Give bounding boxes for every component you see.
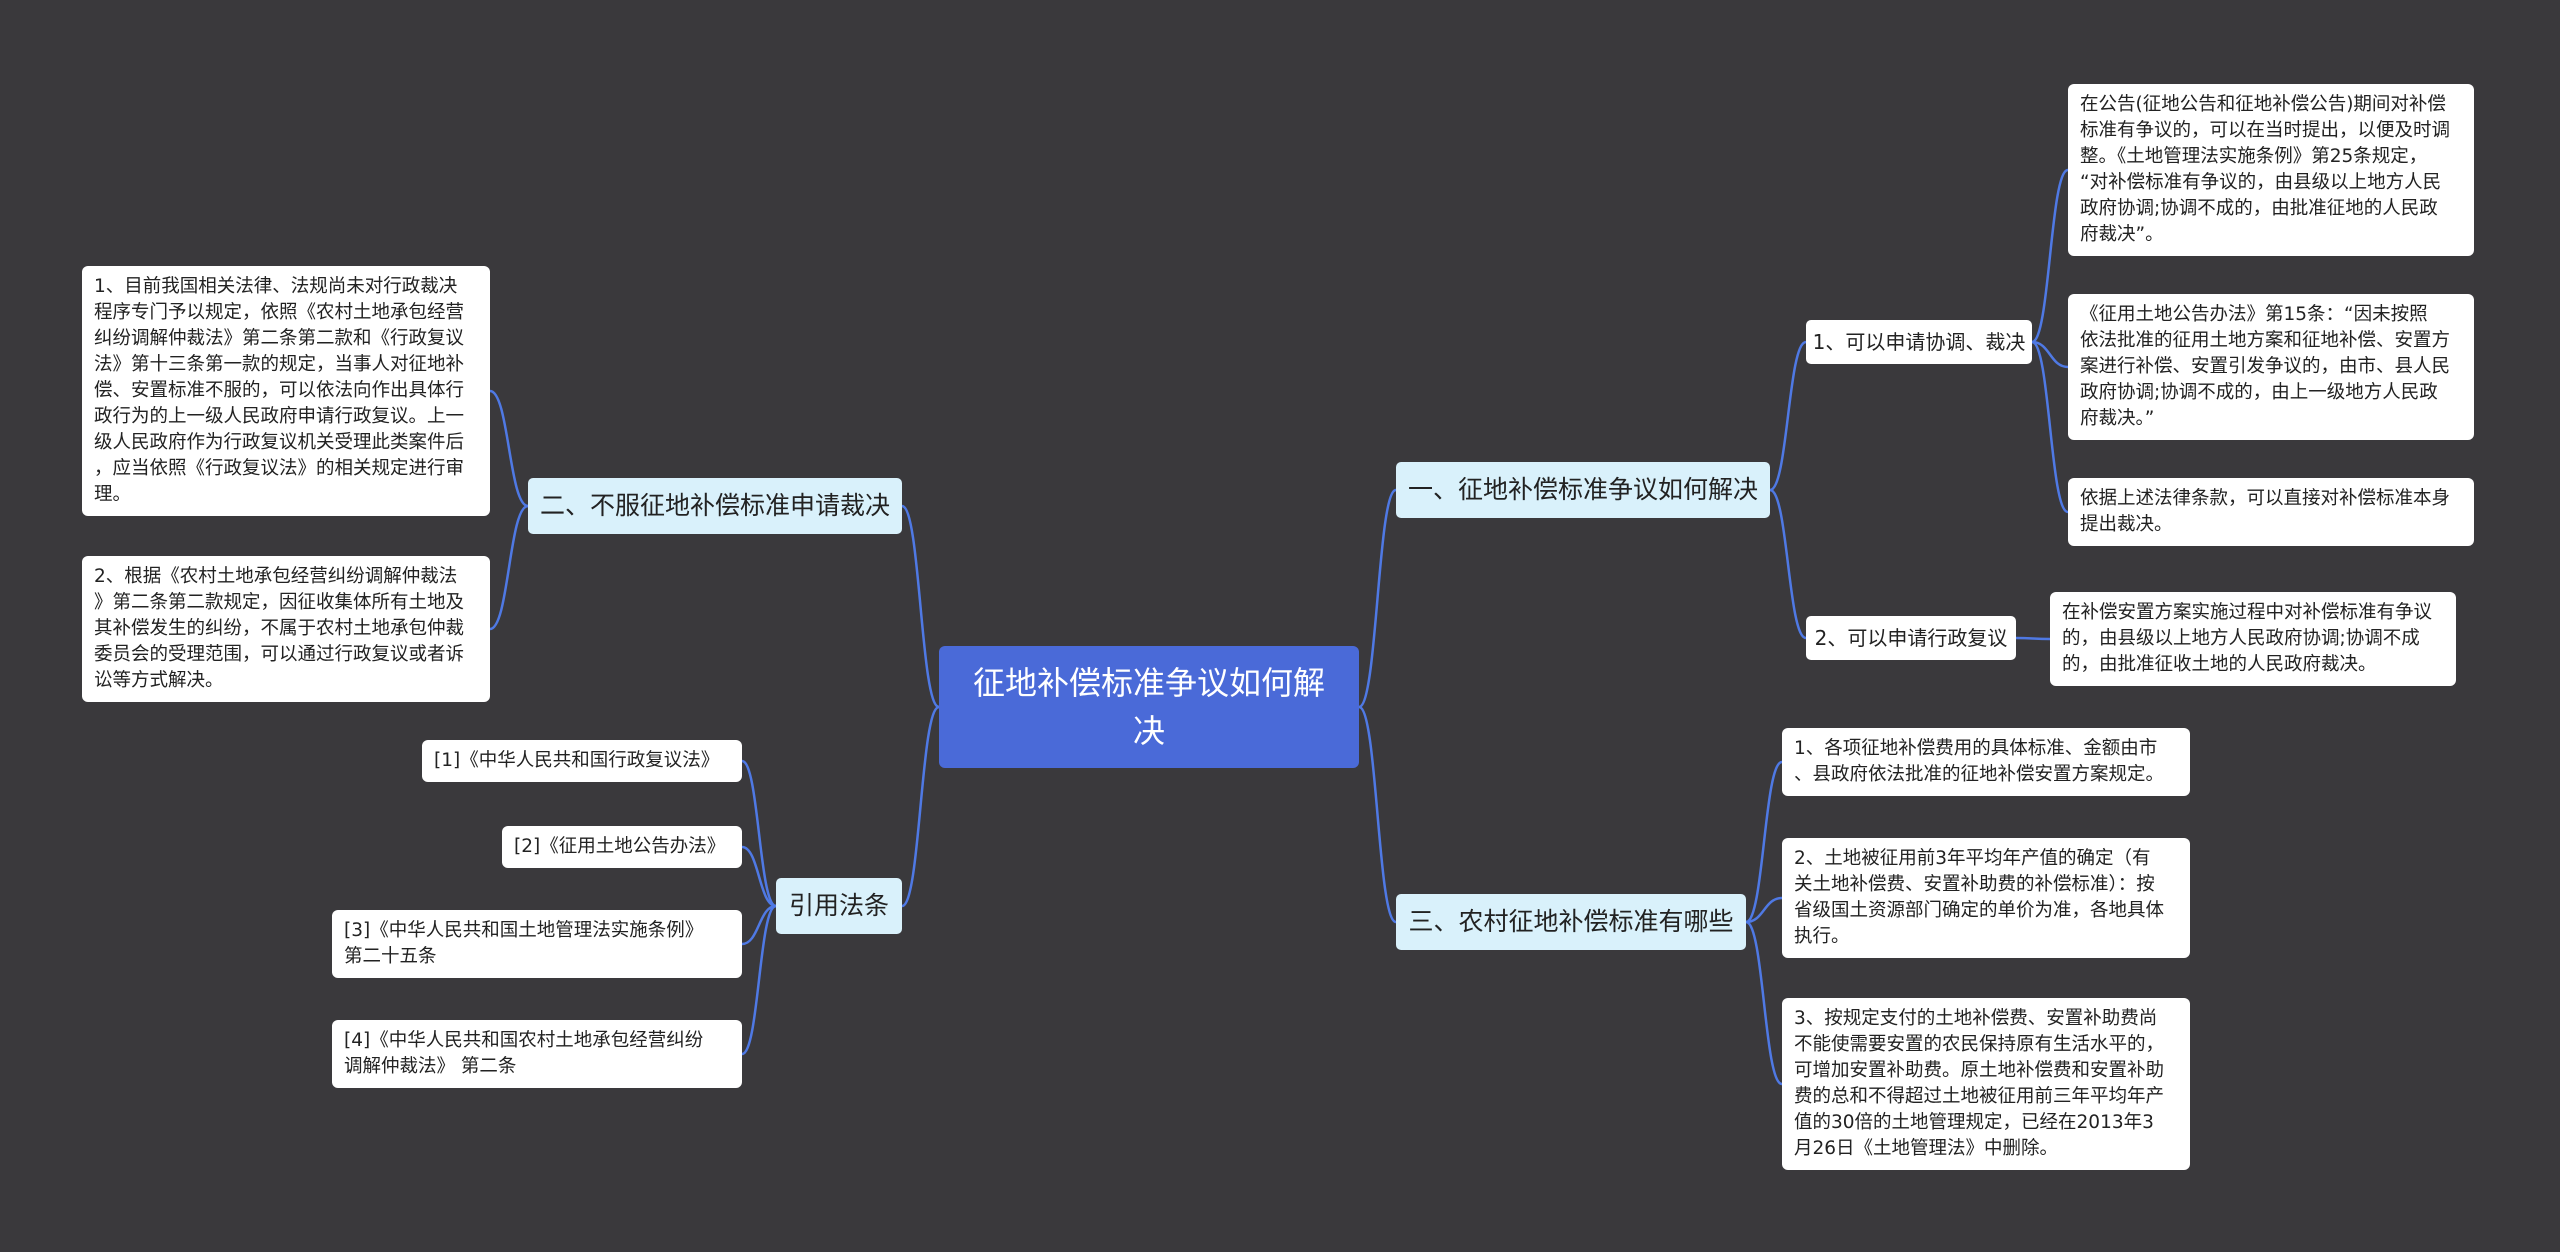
connector-subtopic-administrative-review: [1769, 488, 1807, 640]
leaf-standard-1[interactable]: 1、各项征地补偿费用的具体标准、金额由市 、县政府依法批准的征地补偿安置方案规定…: [1782, 728, 2190, 796]
connector-leaf-announcement-period: [2031, 168, 2069, 344]
root-topic[interactable]: 征地补偿标准争议如何解决: [939, 646, 1359, 768]
leaf-direct-ruling[interactable]: 依据上述法律条款，可以直接对补偿标准本身 提出裁决。: [2068, 478, 2474, 546]
leaf-announcement-period[interactable]: 在公告(征地公告和征地补偿公告)期间对补偿 标准有争议的，可以在当时提出，以便及…: [2068, 84, 2474, 256]
connector-branch-dispute-resolution: [1358, 488, 1397, 709]
connector-leaf-announcement-rule-15: [2031, 340, 2069, 369]
connector-leaf-standard-2: [1745, 896, 1783, 924]
leaf-law-4[interactable]: [4]《中华人民共和国农村土地承包经营纠纷 调解仲裁法》 第二条: [332, 1020, 742, 1088]
connector-leaf-law-1: [741, 759, 777, 908]
leaf-standard-2[interactable]: 2、土地被征用前3年平均年产值的确定（有 关土地补偿费、安置补助费的补偿标准）：…: [1782, 838, 2190, 958]
leaf-appeal-2[interactable]: 2、根据《农村土地承包经营纠纷调解仲裁法 》第二条第二款规定，因征收集体所有土地…: [82, 556, 490, 702]
connector-branch-rural-standards: [1358, 705, 1397, 924]
root-topic-label: 征地补偿标准争议如何解决: [972, 664, 1325, 750]
connector-leaf-standard-3: [1745, 920, 1783, 1086]
connector-leaf-direct-ruling: [2031, 340, 2069, 514]
connector-branch-cited-laws: [901, 705, 940, 908]
leaf-law-3[interactable]: [3]《中华人民共和国土地管理法实施条例》 第二十五条: [332, 910, 742, 978]
connector-leaf-appeal-2: [489, 504, 529, 631]
connector-leaf-law-4: [741, 904, 777, 1056]
connector-leaf-review-dispute: [2015, 636, 2051, 641]
branch-appeal-ruling[interactable]: 二、不服征地补偿标准申请裁决: [528, 478, 902, 534]
subtopic-coordination-ruling[interactable]: 1、可以申请协调、裁决: [1806, 320, 2032, 364]
branch-rural-standards[interactable]: 三、农村征地补偿标准有哪些: [1396, 894, 1746, 950]
subtopic-administrative-review[interactable]: 2、可以申请行政复议: [1806, 616, 2016, 660]
leaf-appeal-1[interactable]: 1、目前我国相关法律、法规尚未对行政裁决 程序专门予以规定，依照《农村土地承包经…: [82, 266, 490, 516]
leaf-law-2[interactable]: [2]《征用土地公告办法》: [502, 826, 742, 868]
leaf-announcement-rule-15[interactable]: 《征用土地公告办法》第15条：“因未按照 依法批准的征用土地方案和征地补偿、安置…: [2068, 294, 2474, 440]
connector-leaf-law-3: [741, 904, 777, 946]
branch-cited-laws[interactable]: 引用法条: [776, 878, 902, 934]
leaf-review-dispute[interactable]: 在补偿安置方案实施过程中对补偿标准有争议 的，由县级以上地方人民政府协调;协调不…: [2050, 592, 2456, 686]
leaf-standard-3[interactable]: 3、按规定支付的土地补偿费、安置补助费尚 不能使需要安置的农民保持原有生活水平的…: [1782, 998, 2190, 1170]
connector-leaf-standard-1: [1745, 760, 1783, 924]
connector-leaf-law-2: [741, 845, 777, 908]
branch-dispute-resolution[interactable]: 一、征地补偿标准争议如何解决: [1396, 462, 1770, 518]
connector-branch-appeal-ruling: [901, 504, 940, 709]
leaf-law-1[interactable]: [1]《中华人民共和国行政复议法》: [422, 740, 742, 782]
connector-leaf-appeal-1: [489, 389, 529, 508]
connector-subtopic-coordination-ruling: [1769, 340, 1807, 492]
